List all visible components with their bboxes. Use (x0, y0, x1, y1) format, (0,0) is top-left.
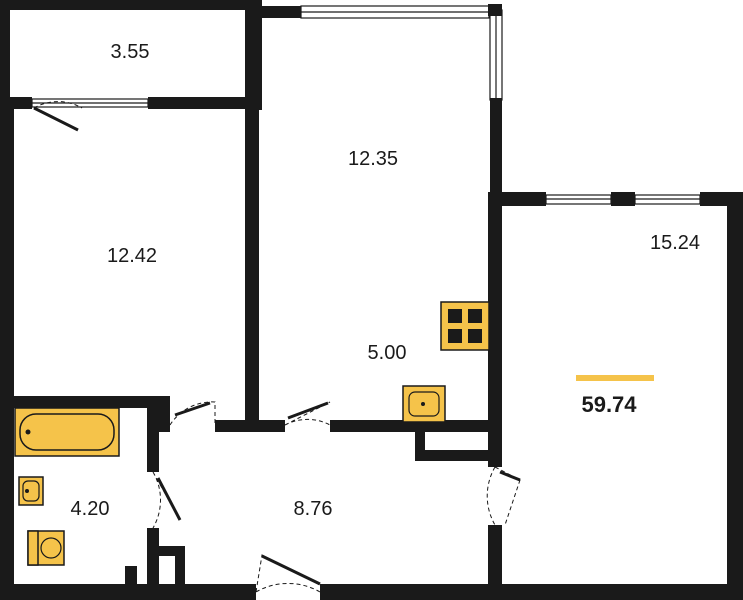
area-label-balcony: 3.55 (111, 41, 150, 63)
wall-right-room-top-mid (611, 192, 635, 206)
door-right-room (486, 466, 521, 526)
wall-h-seg1 (215, 420, 285, 432)
wall-right-upper (490, 98, 502, 218)
stove (440, 301, 490, 351)
door-balcony-leaf (33, 106, 79, 132)
door-right-room-leaf (499, 470, 521, 482)
area-label-bathroom: 4.20 (71, 498, 110, 520)
wall-balcony-bottom-right (148, 97, 248, 109)
wall-right-outer (727, 192, 743, 600)
wall-bath-top (10, 396, 170, 408)
wall-kitchen-stub-h (415, 450, 495, 461)
wall-top-middle (245, 6, 301, 18)
wall-bath-right-upper (147, 396, 159, 472)
wall-balcony-right (245, 0, 262, 110)
door-entrance (255, 554, 321, 593)
door-room-middle-leaf (287, 401, 329, 420)
door-leaves (33, 106, 521, 586)
toilet (27, 530, 65, 566)
fixtures (14, 301, 490, 566)
wall-right-interior-lower (488, 525, 502, 600)
windows (31, 5, 701, 205)
kitchen-sink (402, 385, 446, 423)
door-room-left (169, 401, 216, 426)
door-balcony (33, 101, 83, 131)
area-label-room-left: 12.42 (107, 245, 157, 267)
wall-mid-vertical (245, 100, 259, 422)
wall-right-interior-upper (488, 192, 502, 467)
room-labels: 3.55 12.42 12.35 5.00 15.24 4.20 8.76 59… (71, 41, 701, 520)
bathtub (14, 407, 120, 457)
area-label-room-right: 15.24 (650, 232, 700, 254)
area-label-room-middle: 12.35 (348, 148, 398, 170)
wall-closet-top (147, 546, 183, 556)
bathroom-sink (18, 476, 44, 506)
wall-closet-right (175, 546, 185, 600)
wall-left-outer (0, 97, 14, 600)
door-room-left-leaf (174, 401, 211, 417)
total-accent-bar (576, 375, 654, 381)
door-bathroom (152, 471, 181, 529)
door-bathroom-leaf (156, 477, 182, 521)
wall-right-room-top-left (490, 192, 546, 206)
wall-balcony-left (0, 0, 10, 108)
wall-bottom-left (0, 584, 256, 600)
total-area-label: 59.74 (581, 392, 637, 417)
wall-kitchen-stub-v (415, 425, 425, 461)
door-entrance-leaf (261, 554, 321, 586)
wall-bottom-right (320, 584, 743, 600)
area-label-hallway: 8.76 (294, 498, 333, 520)
area-label-kitchen-niche: 5.00 (368, 342, 407, 364)
wall-balcony-top (0, 0, 262, 10)
